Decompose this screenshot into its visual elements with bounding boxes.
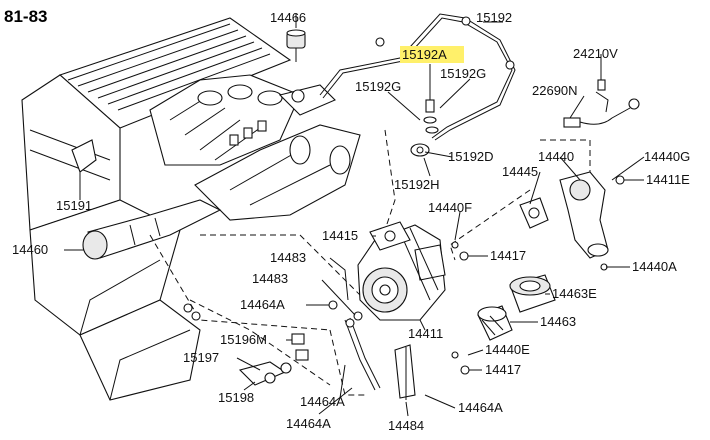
label-15192: 15192 — [476, 10, 512, 25]
label-14463E: 14463E — [552, 286, 597, 301]
part-14460-intake-pipe — [82, 199, 222, 260]
part-14463E-cartridge — [509, 274, 556, 313]
guide-line-1 — [200, 234, 366, 301]
label-14464A-b: 14464A — [300, 394, 345, 409]
label-14415: 14415 — [322, 228, 358, 243]
label-15192D: 15192D — [448, 149, 494, 164]
part-14466-cap — [286, 14, 306, 62]
fasteners — [183, 175, 625, 375]
part-15192D-banjo — [410, 143, 430, 157]
label-15192G-left: 15192G — [355, 79, 401, 94]
label-24210V: 24210V — [573, 46, 618, 61]
guide-line-4 — [384, 129, 396, 231]
label-14460: 14460 — [12, 242, 48, 257]
label-14440F: 14440F — [428, 200, 472, 215]
label-14464A-c: 14464A — [458, 400, 503, 415]
label-15192H: 15192H — [394, 177, 440, 192]
guide-line-5 — [449, 189, 531, 261]
part-14440-outlet-elbow — [559, 171, 609, 259]
part-15192-oil-pipe — [319, 13, 516, 141]
label-15196M: 15196M — [220, 332, 267, 347]
part-14445-gasket — [519, 197, 549, 229]
label-14483-a: 14483 — [270, 250, 306, 265]
engine-block-drawing — [21, 17, 361, 401]
label-14463: 14463 — [540, 314, 576, 329]
label-14411E: 14411E — [646, 172, 690, 187]
year-range-title: 81-83 — [4, 7, 47, 26]
guide-line-2 — [149, 234, 331, 331]
guide-line-3 — [189, 299, 331, 386]
label-14417-b: 14417 — [485, 362, 521, 377]
label-14466: 14466 — [270, 10, 306, 25]
part-15197-hose — [238, 361, 292, 386]
part-15192G-washer — [423, 116, 439, 134]
label-14417-a: 14417 — [490, 248, 526, 263]
part-24210V-clip — [597, 58, 606, 91]
part-15192A-bolt — [425, 70, 435, 113]
part-14464A-drain-pipe — [344, 317, 416, 400]
label-15197: 15197 — [183, 350, 219, 365]
highlight-15192A — [400, 46, 464, 63]
label-15192G-right: 15192G — [440, 66, 486, 81]
label-14464A-d: 14464A — [286, 416, 331, 431]
part-15196M-fitting — [291, 333, 309, 361]
part-14415-gasket — [369, 221, 411, 251]
part-labels: 14466 15192 15192A 24210V 15192G 15192G … — [12, 10, 690, 433]
part-22690N-sensor — [563, 91, 640, 128]
label-14483-b: 14483 — [252, 271, 288, 286]
part-15191-bracket — [71, 139, 97, 196]
label-14445: 14445 — [502, 164, 538, 179]
label-14411: 14411 — [408, 326, 443, 341]
label-14464A-a: 14464A — [240, 297, 285, 312]
label-14440A: 14440A — [632, 259, 677, 274]
label-14440G: 14440G — [644, 149, 690, 164]
label-14440: 14440 — [538, 149, 574, 164]
label-14440E: 14440E — [485, 342, 530, 357]
label-15192A: 15192A — [402, 47, 447, 62]
label-15191: 15191 — [56, 198, 92, 213]
leader-lines — [64, 21, 645, 417]
part-14463-filter — [477, 305, 513, 341]
label-22690N: 22690N — [532, 83, 578, 98]
guide-line-7 — [329, 329, 365, 396]
label-15198: 15198 — [218, 390, 254, 405]
label-14484: 14484 — [388, 418, 424, 433]
